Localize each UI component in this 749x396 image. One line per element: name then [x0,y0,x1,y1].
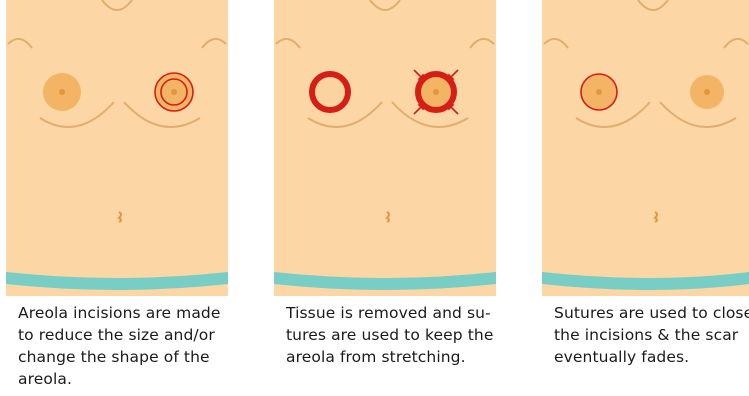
panel-step-3: Sutures are used to close the incisions … [542,0,749,396]
torso-illustration-3 [542,0,749,296]
torso-illustration-1 [6,0,228,296]
torso-skin [6,0,228,296]
panel-step-2: Tissue is removed and su- tures are used… [274,0,496,396]
torso-skin [542,0,749,296]
right-nipple [171,89,177,95]
left-nipple [596,89,602,95]
left-nipple [59,89,65,95]
torso-illustration-2 [274,0,496,296]
caption-step-3: Sutures are used to close the incisions … [554,302,749,368]
caption-step-2: Tissue is removed and su- tures are used… [286,302,500,368]
panel-step-1: Areola incisions are made to reduce the … [6,0,228,396]
torso-skin [274,0,496,296]
right-nipple [433,89,439,95]
left-removed-tissue-ring [312,74,348,110]
caption-step-1: Areola incisions are made to reduce the … [18,302,232,390]
right-nipple [704,89,710,95]
